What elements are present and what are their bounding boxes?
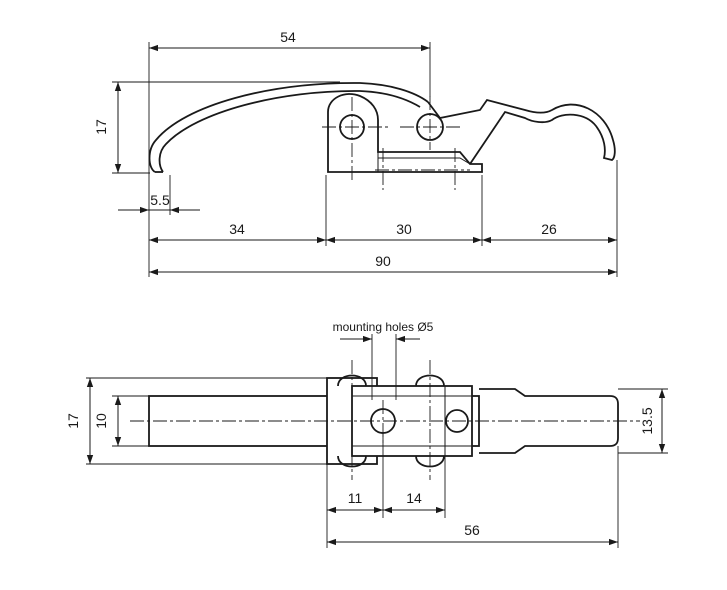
dim-13-5: 13.5 xyxy=(639,407,655,434)
mounting-holes-note: mounting holes Ø5 xyxy=(333,320,434,334)
mount-hole-bl xyxy=(337,455,367,468)
mount-hole-tl xyxy=(337,374,367,387)
mount-hole-br xyxy=(415,455,445,468)
hook-lever xyxy=(148,82,429,173)
dim-30: 30 xyxy=(396,221,412,237)
latch-arm xyxy=(427,98,616,165)
base-plate xyxy=(327,93,483,173)
dim-10: 10 xyxy=(93,413,109,429)
dim-14: 14 xyxy=(406,490,422,506)
top-view: mounting holes Ø5 17 10 13.5 11 14 56 xyxy=(65,320,668,548)
dim-56: 56 xyxy=(464,522,480,538)
dim-54: 54 xyxy=(280,29,296,45)
side-view: 54 17 5.5 34 30 26 90 xyxy=(93,29,618,277)
dim-17-side: 17 xyxy=(93,119,109,135)
dim-5-5: 5.5 xyxy=(150,192,170,208)
mount-hole-tr xyxy=(415,374,445,387)
dim-90: 90 xyxy=(375,253,391,269)
dim-11: 11 xyxy=(348,490,363,506)
dim-26: 26 xyxy=(541,221,557,237)
dim-34: 34 xyxy=(229,221,245,237)
dim-17-top: 17 xyxy=(65,413,81,429)
